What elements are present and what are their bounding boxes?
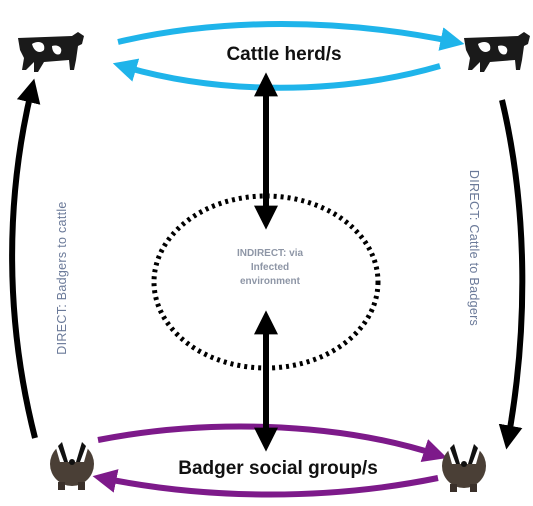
badger-icon — [442, 439, 486, 492]
direct-badgers-to-cattle-label: DIRECT: Badgers to cattle — [55, 201, 69, 354]
indirect-label-line3: environment — [240, 276, 301, 287]
indirect-label-line1: INDIRECT: via — [237, 248, 304, 259]
cow-icon — [464, 32, 530, 72]
cattle-arrow-right — [117, 21, 465, 51]
cattle-arrow-left — [112, 58, 441, 91]
cattle-herd-label: Cattle herd/s — [226, 44, 341, 65]
cow-icon — [18, 32, 84, 72]
direct-badgers-to-cattle-arrow — [9, 78, 41, 439]
badger-group-label: Badger social group/s — [178, 458, 378, 479]
badger-arrow-left — [92, 469, 439, 498]
badger-icon — [50, 437, 94, 490]
indirect-label-line2: Infected — [251, 262, 289, 273]
direct-cattle-to-badgers-label: DIRECT: Cattle to Badgers — [467, 170, 481, 326]
direct-cattle-to-badgers-arrow — [498, 99, 526, 450]
